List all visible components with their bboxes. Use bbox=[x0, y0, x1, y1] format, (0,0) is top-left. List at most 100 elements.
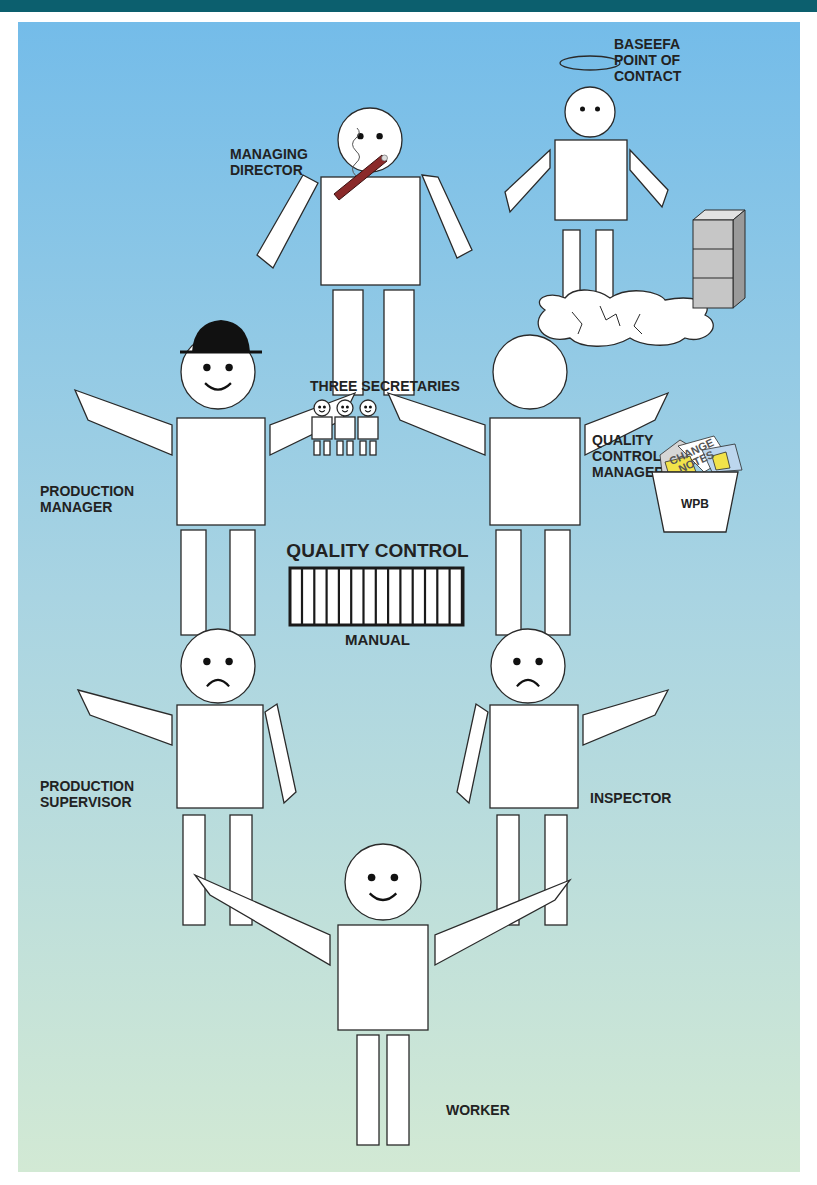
role-label: MANAGING DIRECTOR bbox=[230, 146, 310, 178]
role-label: PRODUCTION SUPERVISOR bbox=[40, 778, 160, 810]
eye bbox=[346, 406, 349, 409]
role-label: INSPECTOR bbox=[590, 790, 685, 806]
header-band bbox=[0, 0, 817, 12]
arm bbox=[505, 150, 550, 212]
eye bbox=[323, 406, 326, 409]
arm bbox=[435, 880, 570, 965]
head bbox=[565, 87, 615, 137]
eye bbox=[318, 406, 321, 409]
cabinet-drawers bbox=[693, 249, 733, 278]
eye bbox=[225, 658, 232, 665]
body bbox=[338, 925, 428, 1030]
bowler-hat bbox=[192, 320, 250, 352]
leg bbox=[357, 1035, 379, 1145]
node-drawing bbox=[455, 622, 690, 927]
head bbox=[345, 844, 421, 920]
hat-brim bbox=[180, 351, 262, 354]
arm bbox=[195, 875, 330, 965]
cigar-ash bbox=[382, 155, 388, 161]
eye bbox=[369, 406, 372, 409]
head bbox=[493, 335, 567, 409]
arm bbox=[388, 393, 485, 455]
head bbox=[181, 629, 255, 703]
smile bbox=[319, 410, 325, 411]
cloud bbox=[538, 290, 713, 346]
wpb-item: CHANGE NOTESWPB bbox=[645, 432, 745, 534]
body bbox=[312, 417, 332, 439]
leg bbox=[324, 441, 330, 455]
leg bbox=[347, 441, 353, 455]
eye bbox=[391, 874, 399, 882]
manual-box bbox=[290, 568, 463, 625]
role-label: WORKER bbox=[446, 1102, 536, 1118]
arm bbox=[78, 690, 172, 745]
leg bbox=[496, 530, 521, 635]
node-drawing bbox=[190, 838, 580, 1148]
leg bbox=[545, 815, 567, 925]
leg bbox=[370, 441, 376, 455]
eye bbox=[535, 658, 542, 665]
body bbox=[490, 418, 580, 525]
smoke bbox=[353, 128, 360, 176]
person-figure: WORKER bbox=[190, 838, 580, 1148]
leg bbox=[230, 530, 255, 635]
body bbox=[358, 417, 378, 439]
frown bbox=[517, 680, 539, 686]
body bbox=[177, 418, 265, 525]
leg bbox=[545, 530, 570, 635]
eye bbox=[513, 658, 520, 665]
halo bbox=[560, 56, 620, 70]
leg bbox=[337, 441, 343, 455]
arm bbox=[257, 175, 318, 268]
role-label: PRODUCTION MANAGER bbox=[40, 483, 160, 515]
role-label: BASEEFA POINT OF CONTACT bbox=[614, 36, 696, 84]
secretary-figure bbox=[358, 400, 378, 455]
smile bbox=[370, 893, 397, 900]
item-label: QUALITY CONTROL bbox=[280, 540, 475, 562]
leg bbox=[387, 1035, 409, 1145]
person-figure: BASEEFA POINT OF CONTACT bbox=[500, 30, 750, 350]
body bbox=[177, 705, 263, 808]
eye bbox=[376, 133, 382, 139]
secretary-figure bbox=[335, 400, 355, 455]
eye bbox=[364, 406, 367, 409]
smile bbox=[365, 410, 371, 411]
cabinet-front bbox=[693, 220, 733, 308]
head bbox=[360, 400, 376, 416]
eye bbox=[203, 364, 210, 371]
arm bbox=[270, 393, 355, 455]
leg bbox=[360, 441, 366, 455]
role-label: THREE SECRETARIES bbox=[310, 378, 475, 394]
eye bbox=[203, 658, 210, 665]
secretary-figure bbox=[312, 400, 332, 455]
node-drawing bbox=[38, 622, 308, 927]
eye bbox=[595, 107, 600, 112]
person-figure: MANAGING DIRECTOR bbox=[225, 100, 485, 400]
leg bbox=[181, 530, 206, 635]
cabinet-side bbox=[733, 210, 745, 308]
person-figure: PRODUCTION SUPERVISOR bbox=[38, 622, 308, 927]
arm bbox=[457, 704, 488, 803]
eye bbox=[368, 874, 376, 882]
leg bbox=[183, 815, 205, 925]
arm bbox=[265, 704, 296, 803]
head bbox=[314, 400, 330, 416]
smile bbox=[205, 383, 231, 389]
sky-panel bbox=[18, 22, 800, 1172]
leg bbox=[314, 441, 320, 455]
node-drawing bbox=[225, 100, 485, 400]
smile bbox=[342, 410, 348, 411]
eye bbox=[225, 364, 232, 371]
person-figure: INSPECTOR bbox=[455, 622, 690, 927]
manual-spines bbox=[302, 568, 462, 625]
arm bbox=[75, 390, 172, 455]
head bbox=[491, 629, 565, 703]
body bbox=[335, 417, 355, 439]
body bbox=[555, 140, 627, 220]
frown bbox=[207, 680, 229, 686]
body bbox=[490, 705, 578, 808]
head bbox=[338, 108, 402, 172]
manual-item: QUALITY CONTROLMANUAL bbox=[280, 538, 475, 658]
